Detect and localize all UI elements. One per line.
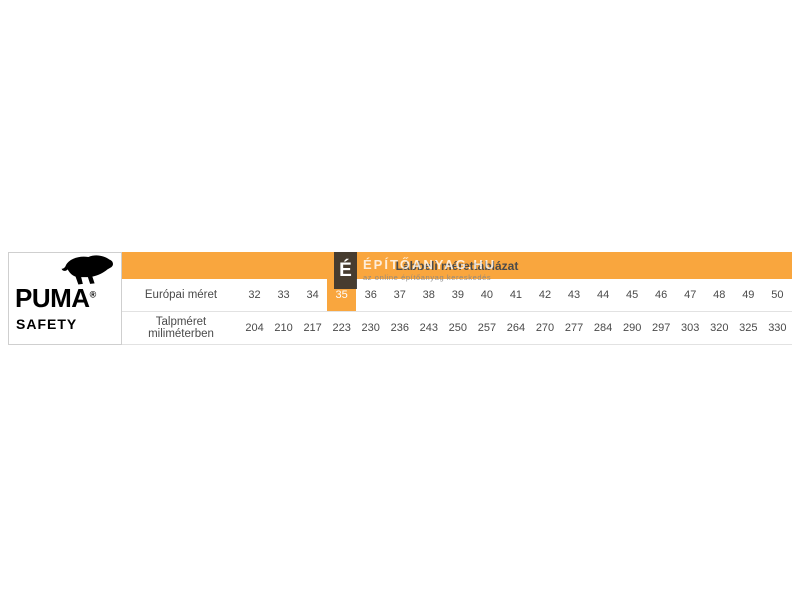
table-row-sole-mm: Talpméret miliméterben 204 210 217 223 230 23… xyxy=(122,312,792,345)
eu-size-value: 48 xyxy=(713,289,726,301)
sole-mm-value: 297 xyxy=(652,322,671,334)
sole-mm-value: 243 xyxy=(419,322,438,334)
sole-mm-value: 264 xyxy=(506,322,526,334)
sole-mm-value: 270 xyxy=(535,322,555,334)
eu-size-value: 41 xyxy=(509,289,523,301)
eu-size-value: 33 xyxy=(277,289,290,301)
eu-size-value: 36 xyxy=(364,289,377,301)
sole-mm-value: 250 xyxy=(448,322,468,334)
brand-name-text: PUMA xyxy=(15,283,90,313)
table-row-eu-size: Európai méret 32 33 34 35 36 37 38 39 40 41 42 43 44… xyxy=(122,279,792,312)
eu-size-value: 40 xyxy=(480,289,494,301)
sole-mm-value: 204 xyxy=(245,322,264,334)
row-cells-eu-size: 32 33 34 35 36 37 38 39 40 41 42 43 44 45 46 47 48 49 50 xyxy=(240,279,792,311)
sole-mm-value: 217 xyxy=(303,322,322,334)
eu-size-value: 32 xyxy=(248,289,261,301)
sole-mm-value: 277 xyxy=(564,322,584,334)
eu-size-value: 35 xyxy=(327,279,357,311)
sole-mm-value: 284 xyxy=(593,322,613,334)
sole-mm-value: 303 xyxy=(681,322,700,334)
size-table-header: Lábbeli mérettáblázat xyxy=(122,252,792,279)
eu-size-value: 34 xyxy=(306,289,319,301)
sole-mm-value: 223 xyxy=(332,322,351,334)
eu-size-value: 42 xyxy=(538,289,552,301)
row-label-eu-size: Európai méret xyxy=(144,289,218,301)
eu-size-value: 44 xyxy=(596,289,610,301)
sole-mm-value: 325 xyxy=(739,322,758,334)
eu-size-value: 37 xyxy=(393,289,406,301)
sole-mm-value: 320 xyxy=(710,322,729,334)
eu-size-value: 50 xyxy=(771,289,784,301)
size-table-title: Lábbeli mérettáblázat xyxy=(395,258,519,273)
eu-size-value: 46 xyxy=(655,289,668,301)
registered-mark: ® xyxy=(89,289,97,300)
eu-size-value: 49 xyxy=(742,289,755,301)
sole-mm-value: 230 xyxy=(361,322,380,334)
eu-size-value: 39 xyxy=(451,289,464,301)
row-cells-sole-mm: 204 210 217 223 230 236 243 250 257 264 270 277 284 2… xyxy=(240,312,792,344)
sole-mm-value: 236 xyxy=(390,322,409,334)
sole-mm-value: 330 xyxy=(768,322,787,334)
eu-size-value: 45 xyxy=(626,289,639,301)
brand-subbrand: SAFETY xyxy=(16,316,78,332)
size-chart-band: PUMA® SAFETY Lábbeli mérettáblázat Európ… xyxy=(8,252,792,345)
row-label-sole-mm: Talpméret miliméterben xyxy=(148,316,214,340)
brand-wordmark: PUMA® xyxy=(15,285,96,311)
sole-mm-value: 210 xyxy=(274,322,293,334)
brand-logo-box: PUMA® SAFETY xyxy=(8,252,122,345)
sole-mm-value: 257 xyxy=(477,322,497,334)
sole-mm-value: 290 xyxy=(622,322,642,334)
size-table: Lábbeli mérettáblázat Európai méret 32 33… xyxy=(122,252,792,345)
eu-size-value: 38 xyxy=(422,289,435,301)
eu-size-value: 47 xyxy=(684,289,697,301)
puma-cat-icon xyxy=(61,255,113,285)
eu-size-value: 43 xyxy=(567,289,581,301)
